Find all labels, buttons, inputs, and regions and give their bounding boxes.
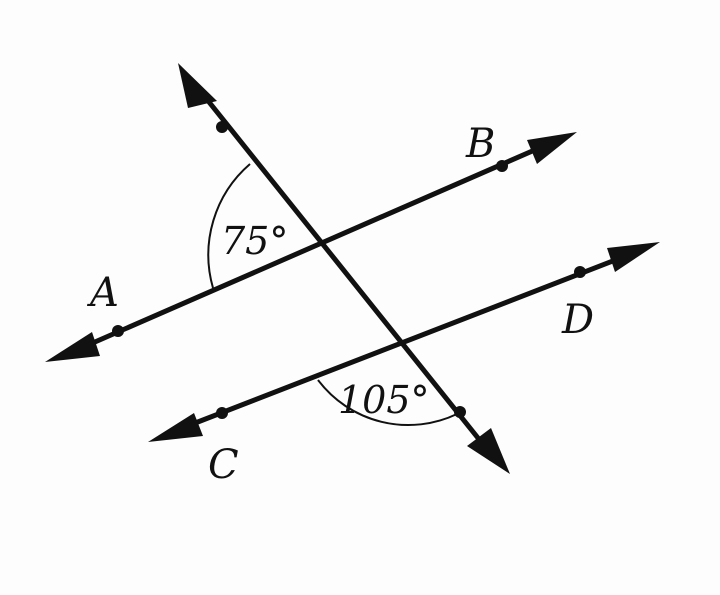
point-d	[574, 266, 586, 278]
transversal-arrow-down	[467, 428, 510, 474]
point-lower-transversal	[454, 406, 466, 418]
point-upper-transversal	[216, 121, 228, 133]
line-cd	[169, 249, 639, 435]
angle-arc-lower	[317, 379, 458, 427]
label-d: D	[561, 297, 594, 343]
label-a: A	[86, 270, 119, 316]
label-b: B	[465, 121, 495, 167]
angle-label-upper: 75°	[221, 219, 288, 263]
line-cd-arrow-right	[607, 242, 660, 272]
angle-arc-upper	[207, 163, 251, 289]
label-c: C	[208, 442, 239, 488]
transversal-arrow-up	[178, 63, 217, 108]
point-b	[496, 160, 508, 172]
line-ab	[69, 139, 556, 355]
point-a	[112, 325, 124, 337]
point-c	[216, 407, 228, 419]
line-ab-arrow-left	[45, 332, 100, 362]
line-ab-arrow-right	[527, 132, 577, 164]
transversal-line	[194, 84, 493, 456]
line-cd-arrow-left	[148, 413, 203, 442]
angle-label-lower: 105°	[338, 378, 430, 422]
